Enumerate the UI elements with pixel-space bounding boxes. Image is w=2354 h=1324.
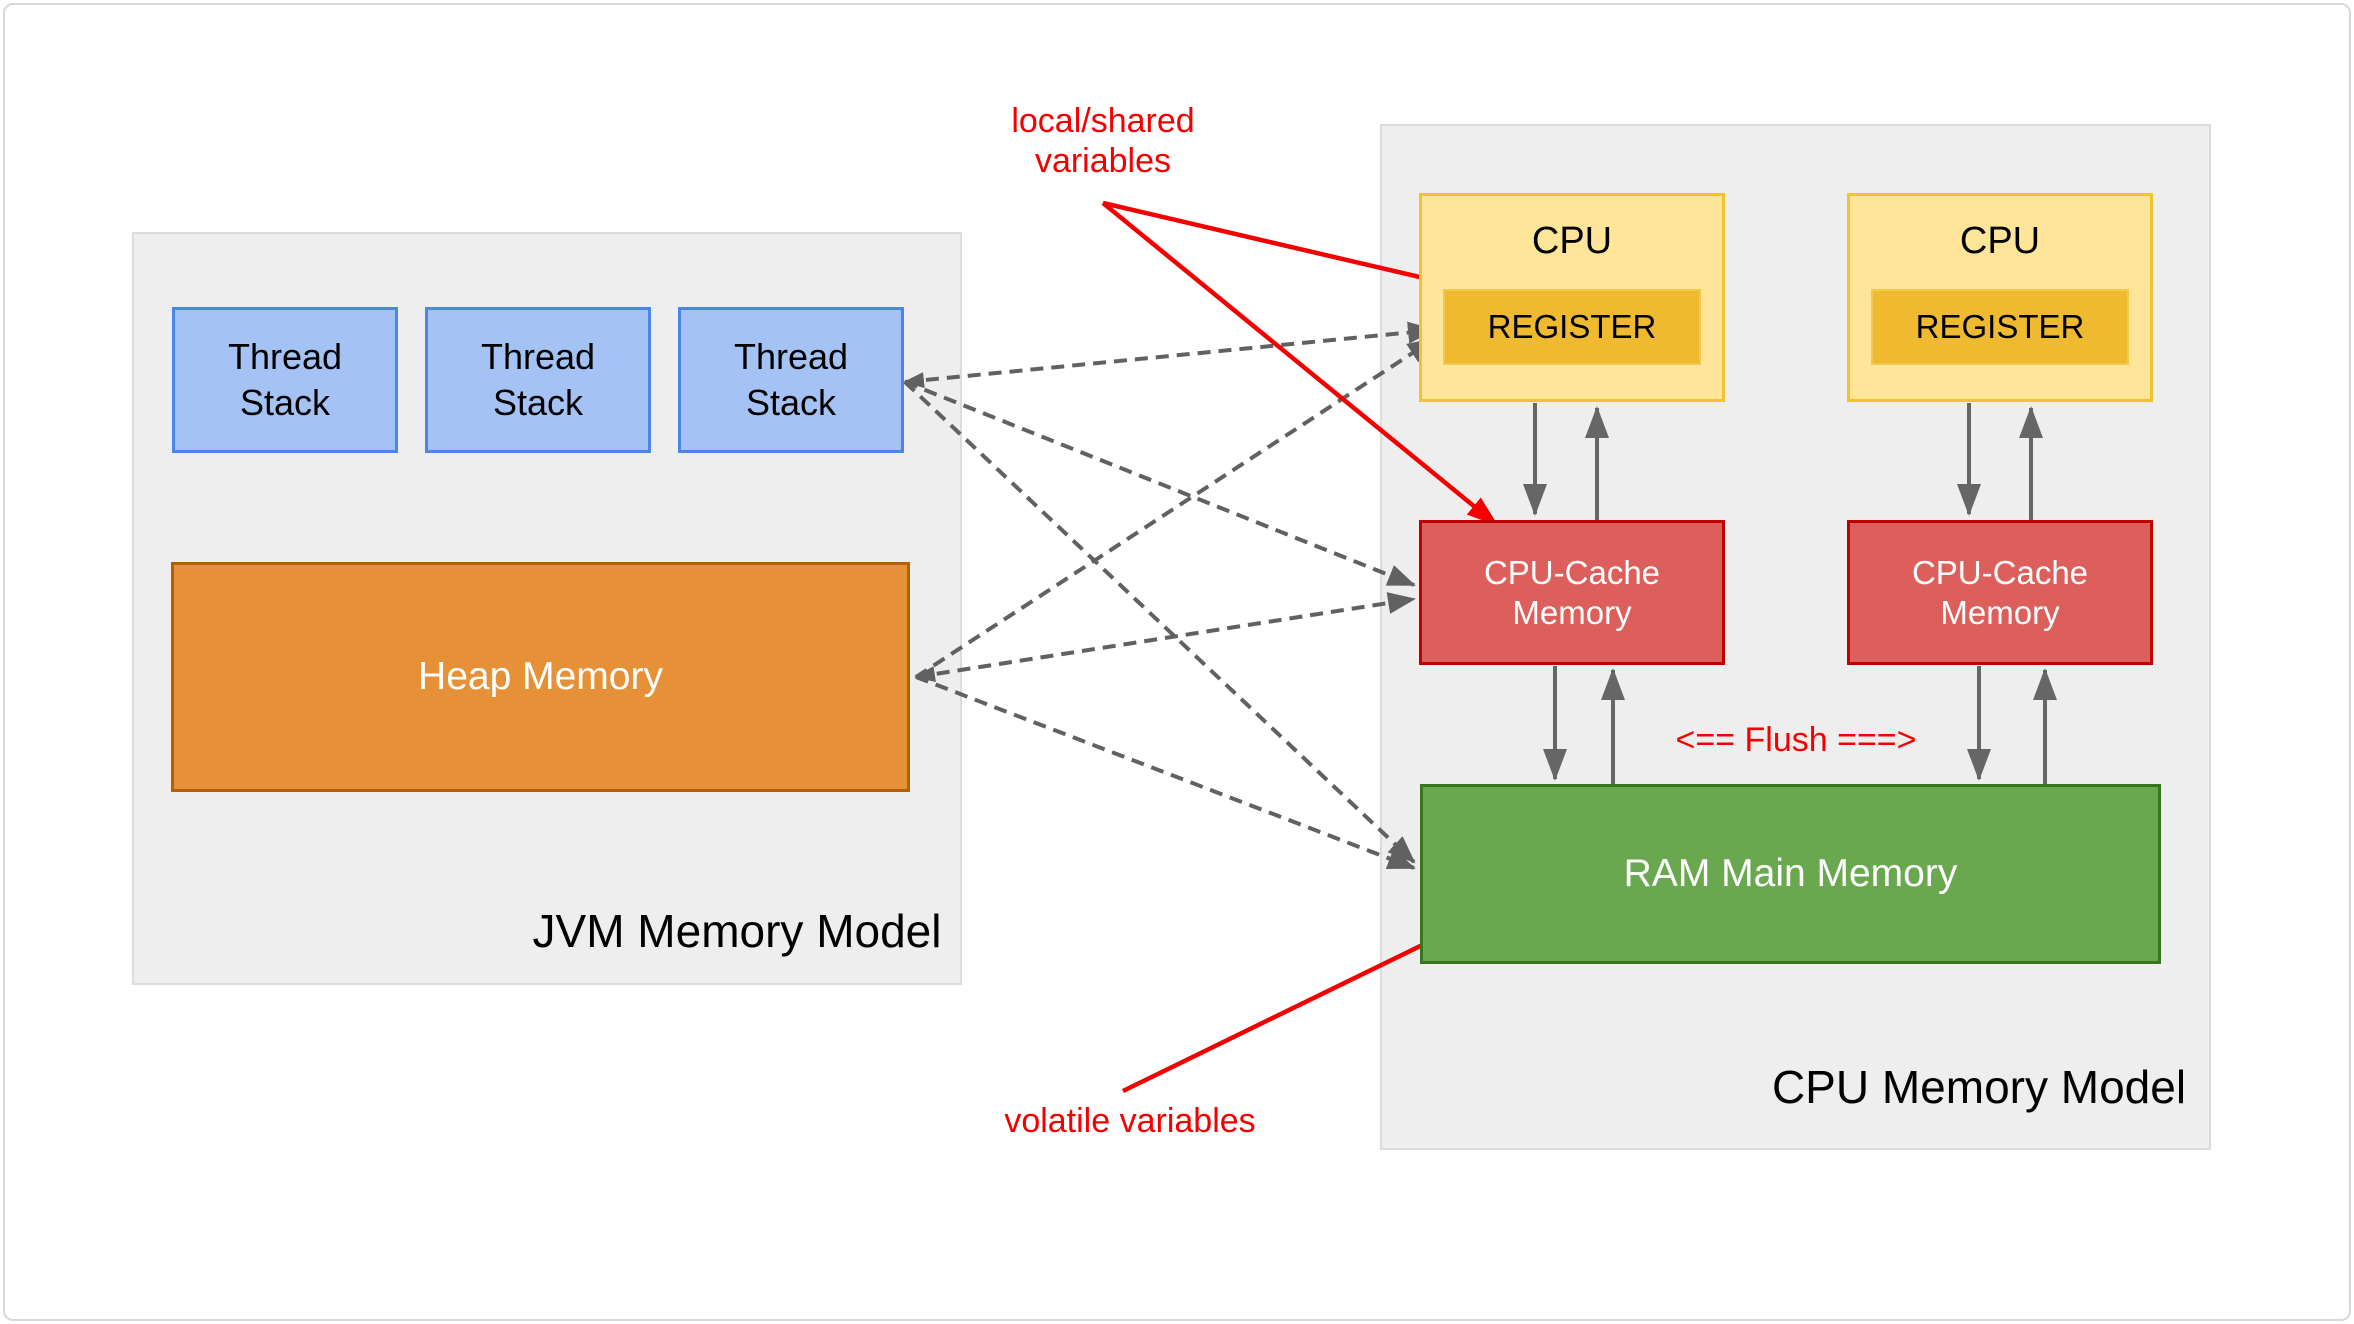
register-box-1: REGISTER: [1443, 289, 1701, 365]
ram-main-memory-label: RAM Main Memory: [1623, 852, 1958, 895]
volatile-variables-annotation: volatile variables: [1004, 1102, 1256, 1140]
dashed-arrow-heap-to-register: [914, 337, 1436, 679]
ram-main-memory-box: RAM Main Memory: [1420, 784, 2161, 964]
heap-memory-box: Heap Memory: [171, 562, 910, 792]
register-label: REGISTER: [1487, 308, 1657, 345]
dashed-arrow-threadstack-to-ram: [903, 380, 1416, 864]
heap-memory-label: Heap Memory: [418, 655, 663, 698]
cpu-cache-box-1: CPU-Cache Memory: [1419, 520, 1725, 665]
thread-stack-label: Thread: [733, 336, 849, 377]
thread-stack-label: Thread: [480, 336, 596, 377]
register-label: REGISTER: [1915, 308, 2085, 345]
dashed-arrow-threadstack-to-cache: [904, 380, 1416, 587]
thread-stack-box-1: Thread Stack: [172, 307, 398, 453]
jvm-panel-title: JVM Memory Model: [532, 905, 942, 957]
cpu-label: CPU: [1531, 220, 1613, 262]
thread-stack-box-2: Thread Stack: [425, 307, 651, 453]
cpu-panel-title: CPU Memory Model: [1771, 1061, 2187, 1113]
dashed-arrow-heap-to-cache: [914, 592, 1416, 682]
cpu-cache-label: CPU-Cache: [1483, 553, 1661, 591]
local-shared-variables-annotation: local/shared variables: [1011, 102, 1195, 180]
flush-annotation: <== Flush ===>: [1675, 721, 1917, 759]
cpu-cache-label: Memory: [1512, 593, 1632, 631]
thread-stack-label: Stack: [745, 382, 837, 423]
register-box-2: REGISTER: [1871, 289, 2129, 365]
thread-stack-label: Stack: [492, 382, 584, 423]
cpu-label: CPU: [1959, 220, 2041, 262]
thread-stack-label: Thread: [227, 336, 343, 377]
thread-stack-box-3: Thread Stack: [678, 307, 904, 453]
dashed-arrow-heap-to-ram: [915, 675, 1416, 870]
cpu-cache-label: CPU-Cache: [1911, 553, 2089, 591]
thread-stack-label: Stack: [239, 382, 331, 423]
cpu-cache-label: Memory: [1940, 593, 2060, 631]
dashed-arrow-threadstack-to-register: [903, 321, 1436, 389]
cpu-cache-box-2: CPU-Cache Memory: [1847, 520, 2153, 665]
